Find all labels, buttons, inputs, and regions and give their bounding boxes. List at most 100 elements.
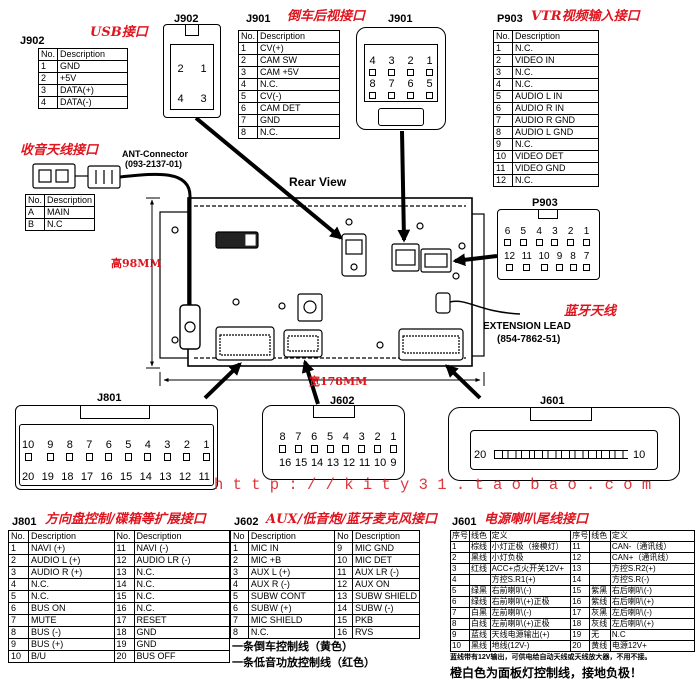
j602-table-cell: PKB — [351, 614, 421, 627]
j602-table-cell: 1 — [230, 542, 249, 555]
pin-number: 13 — [326, 457, 340, 469]
j601-table-cell: 9 — [450, 629, 470, 641]
pin-number: 1 — [426, 55, 433, 76]
p903-table-cell: 11 — [492, 162, 514, 175]
j601-table-cell: 4 — [450, 574, 470, 586]
j801-table-cell: 18 — [113, 626, 135, 639]
pin-number: 8 — [369, 78, 376, 99]
arrows — [194, 116, 498, 405]
j601-table-cell: 地线(12V-) — [489, 640, 572, 652]
pin-number: 6 — [407, 78, 414, 99]
pin-number: 9 — [390, 457, 397, 469]
pin-number: 5 — [426, 78, 433, 99]
screw-hole — [278, 302, 286, 310]
pin-number: 9 — [556, 251, 564, 271]
j601-table-cell: 17 — [570, 607, 591, 619]
j601-caption: 电源喇叭尾线接口 — [484, 512, 589, 527]
j601-table-cell — [469, 574, 491, 586]
screw-hole — [171, 336, 179, 344]
j801-table-cell: 1 — [8, 542, 29, 555]
watermark-url: h t t p : / / k i t y 3 1 . t a o b a o … — [214, 476, 652, 494]
pin-number: 7 — [582, 251, 590, 271]
j901-connector-cavity — [364, 44, 438, 102]
j601-table-cell: 方控S.R2(+) — [609, 563, 696, 575]
j801-table-cell: 12 — [113, 554, 135, 567]
pin-number: 18 — [61, 471, 74, 483]
j601-port-inner — [402, 335, 460, 354]
reverse-control-wire-note: 一条倒车控制线（黄色） — [232, 641, 353, 653]
p903-column-header: Description — [512, 30, 599, 43]
j602-table-cell: 11 — [334, 566, 353, 579]
ant-caption: 收音天线接口 — [20, 143, 99, 158]
pin-number: 11 — [521, 251, 532, 271]
j801-column-header: Description — [133, 530, 231, 543]
j902-table-cell: +5V — [57, 72, 128, 85]
j902-port-inner — [345, 239, 363, 255]
j602-connector-label: J602 — [330, 395, 355, 407]
j901-table-cell: 8 — [237, 126, 259, 139]
j602-column-header: Description — [351, 530, 421, 543]
dimension-lines — [146, 197, 485, 386]
p903-table-cell: 5 — [492, 90, 514, 103]
j601-pin-cavities — [494, 450, 628, 459]
pin-number: 8 — [569, 251, 577, 271]
j601-table-cell: ACC+点火开关12V+ — [489, 563, 572, 575]
j902-port-hole — [350, 263, 358, 271]
j801-table-cell: N.C. — [27, 590, 115, 603]
pin-number: 2 — [374, 431, 382, 453]
panel-light-wire-note: 橙白色为面板灯控制线，接地负极！ — [450, 666, 643, 680]
p903-table-cell: 8 — [492, 126, 514, 139]
j601-table-cell: 10 — [450, 640, 470, 652]
j601-table-cell: 右前喇叭(-) — [489, 585, 572, 597]
j801-table-cell: AUDIO R (+) — [27, 566, 115, 579]
bluetooth-antenna-port — [435, 292, 451, 314]
pin-number: 2 — [567, 226, 575, 246]
j902-table-cell: 4 — [37, 96, 59, 109]
pin-number: 2 — [177, 63, 184, 75]
j601-table-cell: 7 — [450, 607, 470, 619]
j601-column-header: 定义 — [609, 530, 696, 542]
j801-connector-cavity — [19, 424, 214, 486]
j601-table-cell: 11 — [570, 541, 591, 553]
j801-table-cell: BUS ON — [27, 602, 115, 615]
j602-table-cell: 3 — [230, 566, 249, 579]
j901-column-header: No. — [237, 30, 259, 43]
j601-table-cell: 红线 — [469, 563, 491, 575]
j801-table-cell: N.C. — [133, 602, 231, 615]
p903-table-cell: AUDIO R GND — [512, 114, 599, 127]
pin-number: 1 — [389, 431, 397, 453]
j602-table-id: J602 — [234, 516, 259, 528]
j901-port-inner — [395, 249, 416, 266]
j801-table-cell: 9 — [8, 638, 29, 651]
j801-table-cell: BUS (+) — [27, 638, 115, 651]
j601-table-cell: 20 — [570, 640, 591, 652]
j602-table-cell: MIC +B — [247, 554, 336, 567]
j601-table-cell: 右后喇叭(+) — [609, 596, 696, 608]
pin-number: 8 — [279, 431, 286, 453]
j601-table-cell: 6 — [450, 596, 470, 608]
pin-number: 6 — [504, 226, 511, 246]
j801-table-cell: N.C. — [27, 578, 115, 591]
j602-table-cell: MIC SHIELD — [247, 614, 336, 627]
pin-number: 12 — [178, 471, 192, 483]
j601-header-row: 序号线色定义序号线色定义 — [450, 530, 696, 542]
